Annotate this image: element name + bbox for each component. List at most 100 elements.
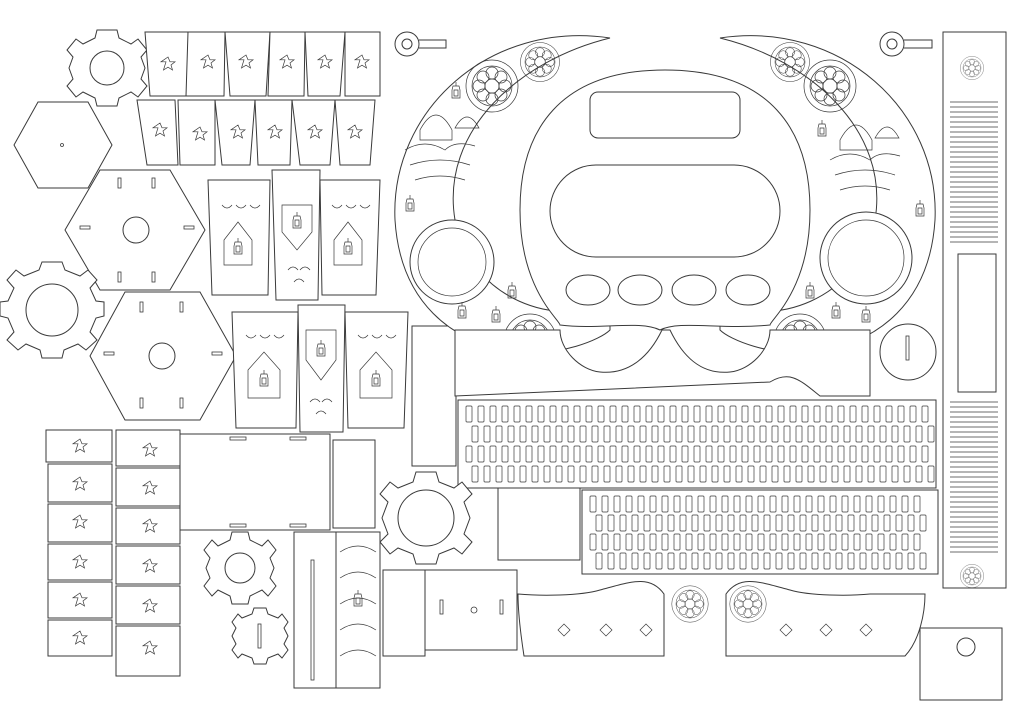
lattice-slot xyxy=(543,425,551,443)
ornate-box-panel xyxy=(293,531,381,689)
lattice-slot xyxy=(567,425,575,443)
lattice-slot xyxy=(777,445,785,463)
lattice-slot xyxy=(649,533,657,551)
lattice-slot xyxy=(831,465,839,483)
lattice-slot xyxy=(675,465,683,483)
lattice-slot xyxy=(739,514,747,532)
lattice-slot xyxy=(895,552,903,570)
lattice-slot xyxy=(537,405,545,423)
lattice-slot xyxy=(537,445,545,463)
lattice-slot xyxy=(715,552,723,570)
tall-side-strip xyxy=(942,31,1007,589)
lattice-slot xyxy=(867,425,875,443)
lattice-slot xyxy=(765,445,773,463)
lattice-slot xyxy=(831,425,839,443)
lattice-slot xyxy=(597,445,605,463)
key-tab-right xyxy=(879,31,933,57)
rosette-icon xyxy=(671,585,709,623)
lattice-slot xyxy=(687,425,695,443)
lattice-slot xyxy=(915,465,923,483)
lattice-slot xyxy=(787,514,795,532)
lattice-slot xyxy=(619,552,627,570)
lattice-slot xyxy=(645,445,653,463)
lattice-slot xyxy=(543,465,551,483)
crescent-base-lower xyxy=(517,580,926,657)
lattice-slot xyxy=(669,445,677,463)
lattice-slot xyxy=(663,425,671,443)
lattice-slot xyxy=(801,405,809,423)
lattice-slot xyxy=(765,405,773,423)
lattice-slot xyxy=(771,465,779,483)
lattice-slot xyxy=(579,465,587,483)
lattice-slot xyxy=(727,552,735,570)
lattice-slot xyxy=(603,425,611,443)
lattice-slot xyxy=(513,445,521,463)
lattice-slot xyxy=(775,514,783,532)
star-icon xyxy=(557,623,873,637)
lattice-slot xyxy=(781,495,789,513)
lattice-slot xyxy=(799,514,807,532)
lattice-slot xyxy=(631,552,639,570)
crescent-panel-left xyxy=(394,35,611,367)
lattice-slot xyxy=(655,514,663,532)
lattice-slot xyxy=(673,533,681,551)
lattice-slot xyxy=(855,465,863,483)
lattice-slot xyxy=(849,445,857,463)
lattice-slot xyxy=(841,533,849,551)
lattice-slot xyxy=(835,514,843,532)
lattice-slot xyxy=(465,405,473,423)
lattice-slot xyxy=(589,495,597,513)
lattice-slot xyxy=(601,495,609,513)
lattice-slot xyxy=(637,495,645,513)
lattice-slot xyxy=(667,514,675,532)
lattice-slot xyxy=(555,465,563,483)
lattice-slot xyxy=(763,552,771,570)
cog-piece-left xyxy=(0,261,105,359)
lattice-slot xyxy=(615,425,623,443)
lattice-slot xyxy=(645,405,653,423)
lattice-slot xyxy=(567,465,575,483)
lattice-slot xyxy=(849,405,857,423)
tab-piece-narrow xyxy=(411,325,457,467)
rect-panel-lower-hole xyxy=(424,569,518,651)
lattice-slot xyxy=(829,495,837,513)
lattice-slot xyxy=(919,514,927,532)
lattice-slot xyxy=(795,465,803,483)
lattice-slot xyxy=(859,514,867,532)
lattice-slot xyxy=(729,405,737,423)
lattice-slot xyxy=(807,425,815,443)
lattice-slot xyxy=(907,514,915,532)
star-panel-row-top xyxy=(144,31,381,97)
lattice-slot xyxy=(669,405,677,423)
lattice-slot xyxy=(775,552,783,570)
lattice-slot xyxy=(591,425,599,443)
lattice-slot xyxy=(873,405,881,423)
lattice-slot xyxy=(549,405,557,423)
lattice-slot xyxy=(561,405,569,423)
lattice-slot xyxy=(897,405,905,423)
lattice-slot xyxy=(769,495,777,513)
lattice-slot xyxy=(471,425,479,443)
lattice-slot xyxy=(501,405,509,423)
lattice-slot xyxy=(813,405,821,423)
lattice-slot xyxy=(739,552,747,570)
lattice-slot xyxy=(607,514,615,532)
lattice-slot xyxy=(649,495,657,513)
rect-panel-center xyxy=(179,433,331,531)
lattice-slot xyxy=(843,425,851,443)
lattice-slot xyxy=(927,425,935,443)
lattice-slot xyxy=(811,514,819,532)
lattice-slot xyxy=(907,552,915,570)
lattice-slot xyxy=(879,465,887,483)
lattice-slot xyxy=(673,495,681,513)
lattice-slot xyxy=(819,465,827,483)
lattice-slot xyxy=(625,533,633,551)
rect-panel-mid xyxy=(497,487,581,561)
lattice-slot xyxy=(549,445,557,463)
lattice-slot xyxy=(519,465,527,483)
lattice-slot xyxy=(753,445,761,463)
lattice-slot xyxy=(639,425,647,443)
lattice-slot xyxy=(697,495,705,513)
lattice-slot xyxy=(759,425,767,443)
lattice-slot xyxy=(691,514,699,532)
